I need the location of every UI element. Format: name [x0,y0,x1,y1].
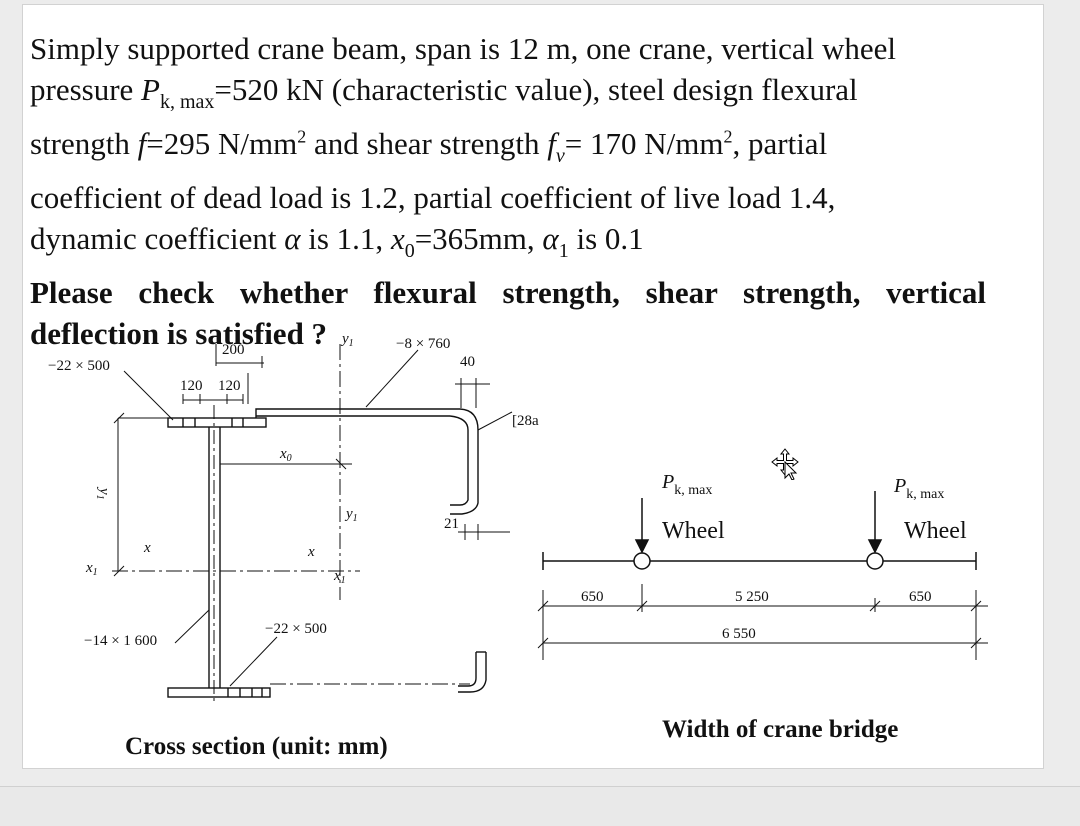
problem-text: is 1.1, [300,221,391,256]
problem-line-5: dynamic coefficient α is 1.1, x0=365mm, … [30,218,986,272]
subscript: 0 [404,240,415,262]
dim-120-left: 120 [180,378,203,394]
problem-text: coefficient of dead load is 1.2, partial… [30,180,836,215]
problem-line-4: coefficient of dead load is 1.2, partial… [30,177,986,218]
wheel-left [633,552,651,570]
document-slide [22,4,1044,769]
x-right-label: x [307,544,315,560]
p-right-label: Pk, max [893,475,944,502]
dim-40: 40 [460,354,475,370]
question-text: Please check whether flexural strength, … [30,275,986,351]
superscript: 2 [723,126,733,147]
dim-650-left: 650 [581,589,604,605]
p-left-label: Pk, max [661,471,712,498]
channel-28a [449,415,469,506]
dim-5250: 5 250 [735,589,769,605]
symbol-alpha1: α [542,221,559,256]
dim-21: 21 [444,516,459,532]
subscript: k, max [159,91,215,113]
bottom-scroll-area [0,786,1080,826]
dim-650-right: 650 [909,589,932,605]
wheel-left-label: Wheel [662,518,725,544]
superscript: 2 [297,126,307,147]
dim-120-right: 120 [218,378,241,394]
problem-line-1: Simply supported crane beam, span is 12 … [30,28,986,69]
symbol-x0: x [390,221,405,256]
subscript: 1 [558,240,569,262]
symbol-p: P [141,72,160,107]
cross-section-caption: Cross section (unit: mm) [125,733,388,760]
problem-text: dynamic coefficient [30,221,285,256]
dim-6550: 6 550 [722,626,756,642]
symbol-alpha: α [284,221,301,256]
problem-statement: Simply supported crane beam, span is 12 … [30,28,986,354]
x-left-label: x [143,540,151,556]
plate-label: −8 × 760 [396,336,450,352]
wheel-right [866,552,884,570]
problem-text: pressure [30,72,142,107]
y1-mid-label: y1 [344,506,358,524]
symbol-fv: f [547,126,556,161]
wheel-right-label: Wheel [904,518,967,544]
bridge-caption: Width of crane bridge [662,716,898,743]
x1-left-label: x1 [85,560,98,578]
x0-label: x0 [279,446,292,464]
problem-text: =520 kN (characteristic value), steel de… [214,72,858,107]
problem-line-3: strength f=295 N/mm2 and shear strength … [30,123,986,177]
channel-label: [28a [512,413,539,429]
subscript: v [555,145,565,167]
top-flange [167,417,267,428]
problem-text: Simply supported crane beam, span is 12 … [30,31,897,66]
bottom-flange-label: −22 × 500 [265,621,327,637]
problem-text: , partial [732,126,828,161]
problem-text: =295 N/mm [146,126,298,161]
horizontal-plate [255,408,460,418]
y1-left-label: y1 [94,486,112,500]
problem-text: is 0.1 [568,221,644,256]
move-cursor-icon [771,448,799,480]
symbol-f: f [137,126,147,161]
problem-text: = 170 N/mm [564,126,724,161]
top-flange-label: −22 × 500 [48,358,110,374]
problem-text: strength [30,126,138,161]
problem-text: and shear strength [306,126,548,161]
y1-top-label: y1 [340,331,354,349]
web-label: −14 × 1 600 [84,633,157,649]
bottom-flange [167,687,271,698]
problem-line-2: pressure Pk, max=520 kN (characteristic … [30,69,986,123]
problem-text: =365mm, [414,221,543,256]
dim-200: 200 [222,342,245,358]
x1-right-label: x1 [333,568,346,586]
